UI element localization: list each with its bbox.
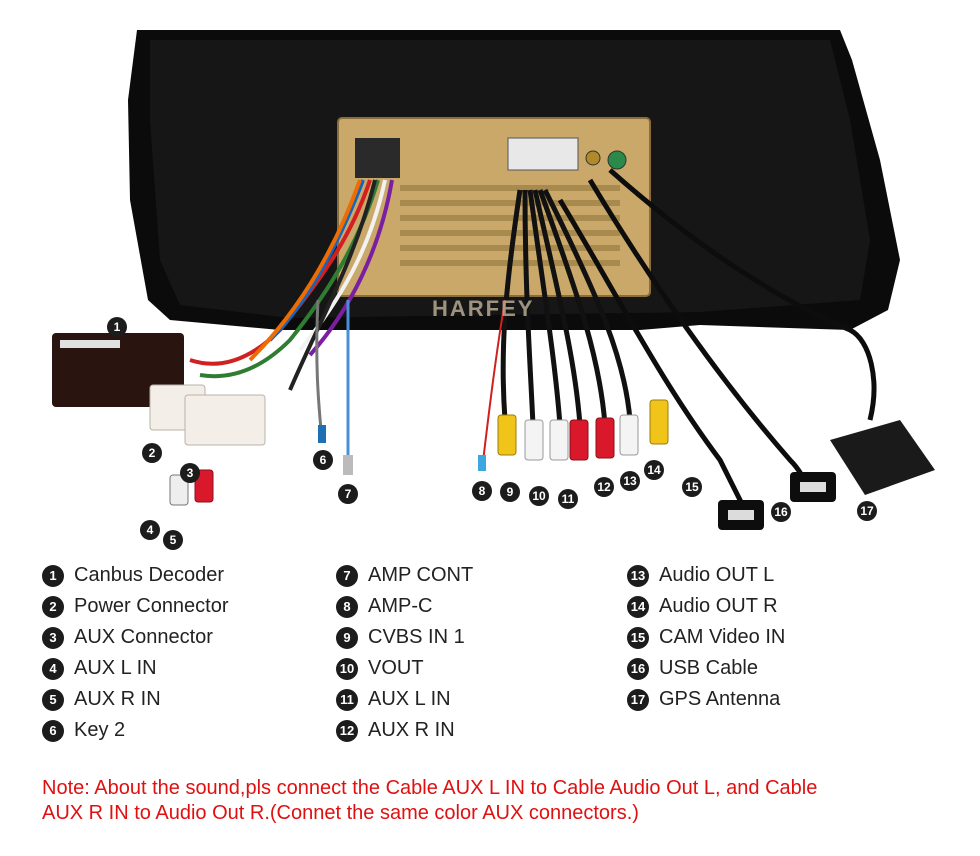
legend-bullet: 1 — [42, 564, 64, 587]
legend-bullet: 17 — [627, 688, 649, 711]
power-connector — [149, 384, 266, 446]
legend-bullet: 5 — [42, 688, 64, 711]
gps-antenna — [830, 420, 935, 495]
legend-bullet: 14 — [627, 595, 649, 618]
legend-bullet: 10 — [336, 657, 358, 680]
legend-item: 9 CVBS IN 1 — [336, 622, 473, 653]
legend-bullet: 13 — [627, 564, 649, 587]
legend-label: CVBS IN 1 — [368, 626, 465, 648]
legend-item: 16 USB Cable — [627, 653, 785, 684]
legend-item: 10 VOUT — [336, 653, 473, 684]
aux-connector — [169, 469, 214, 506]
callout-1: 1 — [107, 317, 127, 337]
legend-label: AUX R IN — [368, 719, 455, 741]
legend-bullet: 16 — [627, 657, 649, 680]
legend-bullet: 3 — [42, 626, 64, 649]
callout-13: 13 — [620, 471, 640, 491]
legend-bullet: 11 — [336, 688, 358, 711]
legend-item: 13 Audio OUT L — [627, 560, 785, 591]
legend: 1 Canbus Decoder 2 Power Connector 3 AUX Co… — [42, 560, 962, 750]
legend-bullet: 15 — [627, 626, 649, 649]
legend-column-3: 13 Audio OUT L 14 Audio OUT R 15 CAM Video … — [627, 560, 785, 715]
legend-item: 4 AUX L IN — [42, 653, 229, 684]
legend-label: AUX Connector — [74, 626, 213, 648]
callout-14: 14 — [644, 460, 664, 480]
legend-label: Audio OUT R — [659, 595, 778, 617]
callout-6: 6 — [313, 450, 333, 470]
amp-c-plug — [478, 455, 486, 471]
legend-item: 3 AUX Connector — [42, 622, 229, 653]
legend-item: 2 Power Connector — [42, 591, 229, 622]
callout-5: 5 — [163, 530, 183, 550]
legend-bullet: 6 — [42, 719, 64, 742]
legend-item: 8 AMP-C — [336, 591, 473, 622]
top-connector — [507, 137, 579, 171]
note-line-1: Note: About the sound,pls connect the Ca… — [42, 777, 818, 799]
legend-item: 12 AUX R IN — [336, 715, 473, 746]
rca-plugs — [497, 399, 669, 461]
legend-label: CAM Video IN — [659, 626, 786, 648]
legend-item: 14 Audio OUT R — [627, 591, 785, 622]
callout-16: 16 — [771, 502, 791, 522]
legend-label: VOUT — [368, 657, 424, 679]
legend-label: AMP-C — [368, 595, 433, 617]
legend-label: AUX L IN — [368, 688, 451, 710]
legend-item: 7 AMP CONT — [336, 560, 473, 591]
legend-bullet: 12 — [336, 719, 358, 742]
rca-bundle — [500, 188, 633, 426]
legend-label: Audio OUT L — [659, 564, 775, 586]
wiring-diagram — [52, 30, 935, 530]
legend-label: AUX L IN — [74, 657, 157, 679]
legend-item: 5 AUX R IN — [42, 684, 229, 715]
radio-antenna-port — [585, 150, 601, 166]
legend-item: 17 GPS Antenna — [627, 684, 785, 715]
callout-11: 11 — [558, 489, 578, 509]
legend-column-1: 1 Canbus Decoder 2 Power Connector 3 AUX Co… — [42, 560, 229, 746]
legend-bullet: 8 — [336, 595, 358, 618]
legend-bullet: 9 — [336, 626, 358, 649]
legend-label: Canbus Decoder — [74, 564, 225, 586]
legend-item: 15 CAM Video IN — [627, 622, 785, 653]
callout-10: 10 — [529, 486, 549, 506]
legend-bullet: 4 — [42, 657, 64, 680]
legend-label: AUX R IN — [74, 688, 161, 710]
callout-17: 17 — [857, 501, 877, 521]
legend-bullet: 2 — [42, 595, 64, 618]
legend-label: Key 2 — [74, 719, 126, 741]
legend-label: AMP CONT — [368, 564, 474, 586]
amp-cont-plug — [343, 455, 353, 475]
legend-item: 1 Canbus Decoder — [42, 560, 229, 591]
callout-8: 8 — [472, 481, 492, 501]
gps-port — [607, 150, 627, 170]
legend-label: GPS Antenna — [659, 688, 781, 710]
legend-label: Power Connector — [74, 595, 229, 617]
callout-2: 2 — [142, 443, 162, 463]
callout-4: 4 — [140, 520, 160, 540]
legend-item: 11 AUX L IN — [336, 684, 473, 715]
watermark: HARFEY — [432, 296, 535, 321]
callout-15: 15 — [682, 477, 702, 497]
legend-item: 6 Key 2 — [42, 715, 229, 746]
main-connector — [355, 138, 400, 178]
callout-7: 7 — [338, 484, 358, 504]
callout-3: 3 — [180, 463, 200, 483]
legend-label: USB Cable — [659, 657, 758, 679]
sound-connection-note: Note: About the sound,pls connect the Ca… — [42, 776, 942, 826]
wire-bundle-left — [189, 179, 394, 391]
legend-bullet: 7 — [336, 564, 358, 587]
callout-12: 12 — [594, 477, 614, 497]
key2-plug — [318, 425, 326, 443]
callout-9: 9 — [500, 482, 520, 502]
note-line-2: AUX R IN to Audio Out R.(Connet the same… — [42, 802, 639, 824]
